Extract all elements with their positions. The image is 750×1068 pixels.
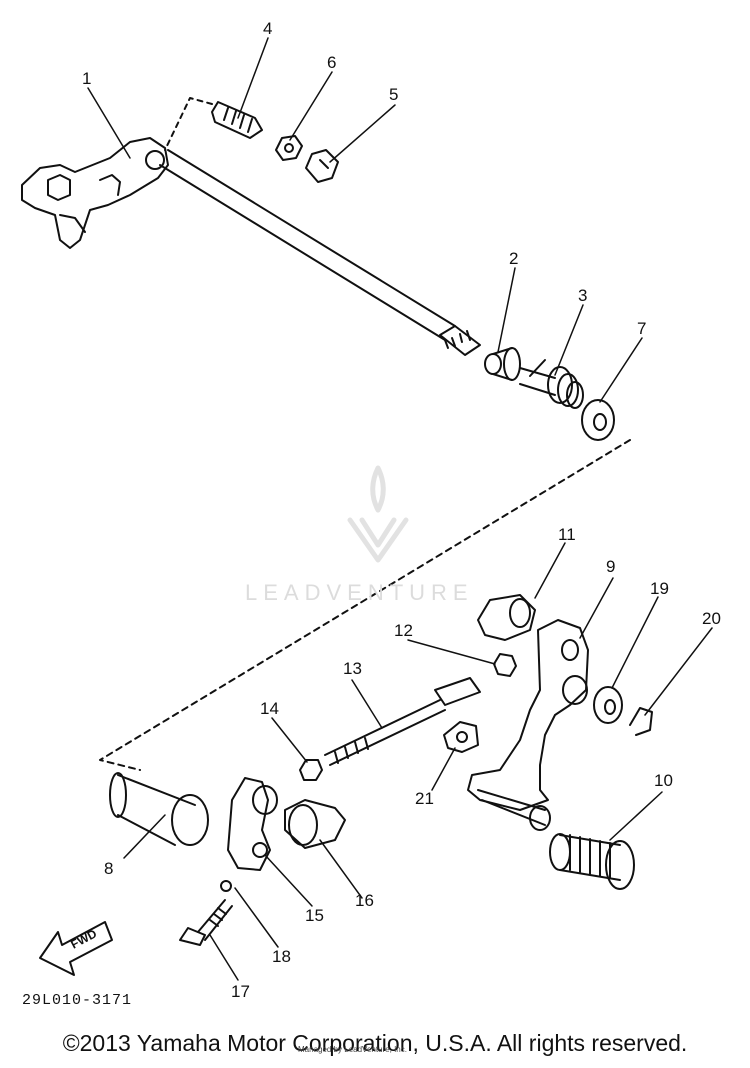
callout-17: 17 xyxy=(231,982,250,1001)
nut-14 xyxy=(299,759,323,781)
callout-8: 8 xyxy=(104,859,114,878)
callout-21: 21 xyxy=(415,789,434,808)
callout-19: 19 xyxy=(650,579,669,598)
bolt-4 xyxy=(211,101,263,139)
assembly-guide-line xyxy=(99,439,631,771)
nut-12 xyxy=(493,653,517,677)
joint-16 xyxy=(284,799,346,849)
callout-13: 13 xyxy=(343,659,362,678)
washer-19 xyxy=(593,686,623,724)
shift-shaft-fork xyxy=(21,137,169,249)
callout-6: 6 xyxy=(327,53,337,72)
callout-15: 15 xyxy=(305,906,324,925)
callout-3: 3 xyxy=(578,286,588,305)
callout-16: 16 xyxy=(355,891,374,910)
callout-12: 12 xyxy=(394,621,413,640)
lever-arm-15 xyxy=(227,777,278,871)
leader-lines xyxy=(87,37,713,981)
spring-3 xyxy=(519,359,584,409)
collar-2 xyxy=(484,347,521,381)
washer-7 xyxy=(581,399,615,441)
part-code: 29L010-3171 xyxy=(22,992,133,1009)
cover-8 xyxy=(109,772,209,846)
watermark-logo-icon xyxy=(347,465,409,563)
callout-7: 7 xyxy=(637,319,647,338)
callout-9: 9 xyxy=(606,557,616,576)
washer-18 xyxy=(220,880,232,892)
callout-10: 10 xyxy=(654,771,673,790)
washer-21 xyxy=(443,721,479,753)
watermark-small-text: Managed by LeadVenture, Inc. xyxy=(298,1045,407,1054)
callout-14: 14 xyxy=(260,699,279,718)
bolt-17 xyxy=(179,899,233,946)
callout-1: 1 xyxy=(82,69,92,88)
fwd-arrow-icon xyxy=(39,921,113,976)
callout-4: 4 xyxy=(263,19,273,38)
callout-18: 18 xyxy=(272,947,291,966)
watermark-brand: LEADVENTURE xyxy=(245,580,474,605)
circlip-20 xyxy=(629,707,653,736)
joint-11 xyxy=(477,594,536,641)
copyright-notice: ©2013 Yamaha Motor Corporation, U.S.A. A… xyxy=(62,1030,688,1056)
rubber-grip-10 xyxy=(549,833,635,890)
callout-20: 20 xyxy=(702,609,721,628)
tie-rod-13 xyxy=(324,677,481,766)
bolt-guide-line xyxy=(164,97,213,151)
callout-11: 11 xyxy=(558,525,576,544)
callout-5: 5 xyxy=(389,85,399,104)
shift-pedal-9 xyxy=(467,619,589,831)
callout-2: 2 xyxy=(509,249,519,268)
shift-shaft xyxy=(159,149,481,356)
nut-6 xyxy=(275,135,303,161)
lock-washer-5 xyxy=(305,149,339,183)
